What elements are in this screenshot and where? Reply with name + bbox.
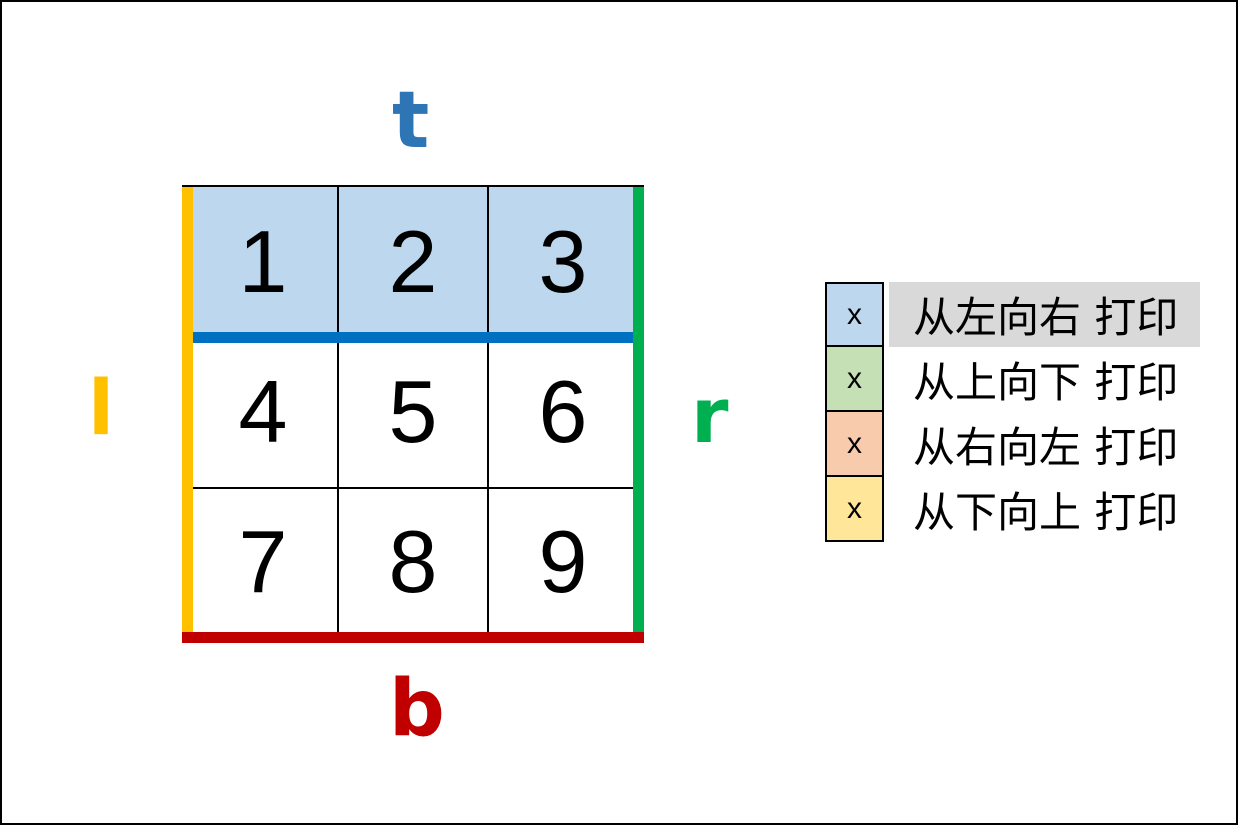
matrix-cell: 9 — [538, 512, 588, 611]
grid-line-v1 — [337, 187, 339, 637]
label-left: l — [88, 363, 115, 452]
left-boundary-bar — [182, 187, 193, 634]
right-boundary-bar — [633, 187, 644, 634]
matrix-cell: 8 — [388, 512, 438, 611]
matrix-cell: 4 — [238, 362, 288, 461]
grid-line-v2 — [487, 187, 489, 637]
legend-swatch: x — [825, 345, 884, 412]
legend-item-label: 从左向右 打印 — [889, 282, 1200, 347]
grid-line-top — [182, 185, 644, 187]
legend-item-label: 从下向上 打印 — [913, 488, 1179, 537]
matrix-cell: 2 — [388, 212, 438, 311]
label-right: r — [691, 371, 729, 460]
legend-swatch: x — [825, 410, 884, 477]
legend-item: 从上向下 打印 x — [825, 345, 1200, 412]
grid-line-h2 — [182, 487, 638, 489]
top-boundary-bar — [190, 332, 638, 343]
label-bottom: b — [389, 664, 445, 754]
legend-item-label: 从上向下 打印 — [913, 358, 1179, 407]
legend-swatch: x — [825, 282, 884, 347]
matrix-cell: 5 — [388, 362, 438, 461]
matrix-cell: 7 — [238, 512, 288, 611]
matrix-cell: 1 — [238, 212, 288, 311]
matrix-cell: 3 — [538, 212, 588, 311]
legend-item: 从左向右 打印 x — [825, 282, 1200, 347]
top-row-highlight — [182, 187, 638, 337]
legend-item: 从下向上 打印 x — [825, 475, 1200, 542]
legend-item: 从右向左 打印 x — [825, 410, 1200, 477]
legend-swatch: x — [825, 475, 884, 542]
matrix-cell: 6 — [538, 362, 588, 461]
bottom-boundary-bar — [182, 632, 644, 643]
legend-item-label: 从右向左 打印 — [913, 423, 1179, 472]
label-top: t — [392, 76, 430, 166]
